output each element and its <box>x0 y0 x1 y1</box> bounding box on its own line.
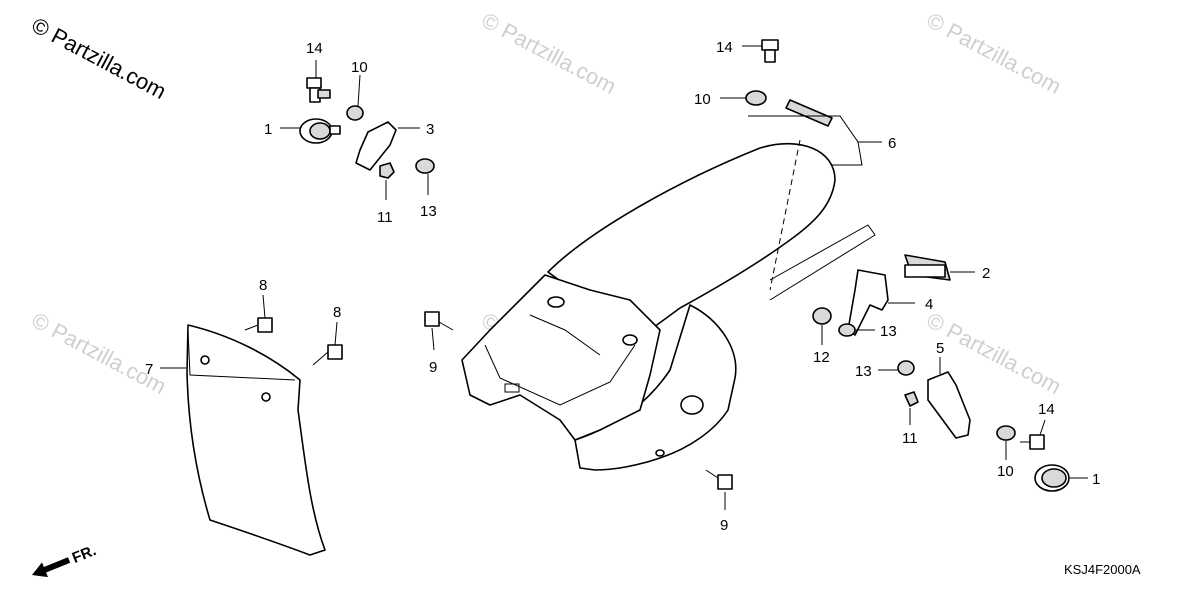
front-direction-arrow: FR. <box>32 542 99 578</box>
callout-1-right: 1 <box>1092 471 1100 488</box>
reflector-1-left <box>299 118 341 144</box>
decal-6 <box>785 99 833 127</box>
callout-14-left: 14 <box>306 40 323 57</box>
collar-10-top <box>745 90 767 106</box>
diagram-code: KSJ4F2000A <box>1064 562 1141 577</box>
callout-8-b: 8 <box>333 304 341 321</box>
bolt-14-left <box>306 77 331 103</box>
bolt-8-b <box>312 344 343 366</box>
bracket-5 <box>927 371 971 439</box>
watermark-faint-3: © Partzilla.com <box>28 307 171 399</box>
nut-13-right-b <box>897 360 915 376</box>
callout-14-right: 14 <box>1038 401 1055 418</box>
direction-label: FR. <box>70 542 99 567</box>
callout-5: 5 <box>936 340 944 357</box>
callout-9-b: 9 <box>720 517 728 534</box>
callout-3: 3 <box>426 121 434 138</box>
callout-6: 6 <box>888 135 896 152</box>
callout-11-left: 11 <box>377 209 393 226</box>
bracket-3 <box>355 121 397 171</box>
collar-10-right <box>996 425 1016 441</box>
callout-12: 12 <box>813 349 830 366</box>
callout-9-a: 9 <box>429 359 437 376</box>
nut-12 <box>812 307 832 325</box>
bolt-8-a <box>244 317 273 333</box>
bracket-4 <box>847 269 889 336</box>
rear-fender <box>461 139 876 471</box>
callout-13-right-a: 13 <box>880 323 897 340</box>
callout-8-a: 8 <box>259 277 267 294</box>
bolt-9-a <box>424 311 454 331</box>
collar-10-left <box>346 105 364 121</box>
callout-7: 7 <box>145 361 153 378</box>
callout-10-top: 10 <box>694 91 711 108</box>
callout-10-left: 10 <box>351 59 368 76</box>
nut-11-left <box>379 162 395 179</box>
reflector-1-right <box>1034 464 1070 492</box>
callout-4: 4 <box>925 296 933 313</box>
leader-lines <box>160 45 1088 510</box>
callout-11-right: 11 <box>902 430 918 447</box>
nut-11-right <box>904 391 919 407</box>
watermark-main: © Partzilla.com <box>28 12 171 104</box>
bolt-14-top <box>761 39 779 63</box>
nut-13-right-a <box>838 323 856 337</box>
bolt-9-b <box>705 469 733 490</box>
callout-14-top: 14 <box>716 39 733 56</box>
watermark-faint-1: © Partzilla.com <box>478 7 621 99</box>
mudguard <box>186 324 326 556</box>
callout-13-left: 13 <box>420 203 437 220</box>
callout-10-right: 10 <box>997 463 1014 480</box>
bolt-14-right <box>1020 434 1045 450</box>
callout-13-right-b: 13 <box>855 363 872 380</box>
rubber-2 <box>904 254 951 281</box>
nut-13-left <box>415 158 435 174</box>
callout-1-left: 1 <box>264 121 272 138</box>
callout-2: 2 <box>982 265 990 282</box>
watermark-faint-2: © Partzilla.com <box>923 7 1066 99</box>
